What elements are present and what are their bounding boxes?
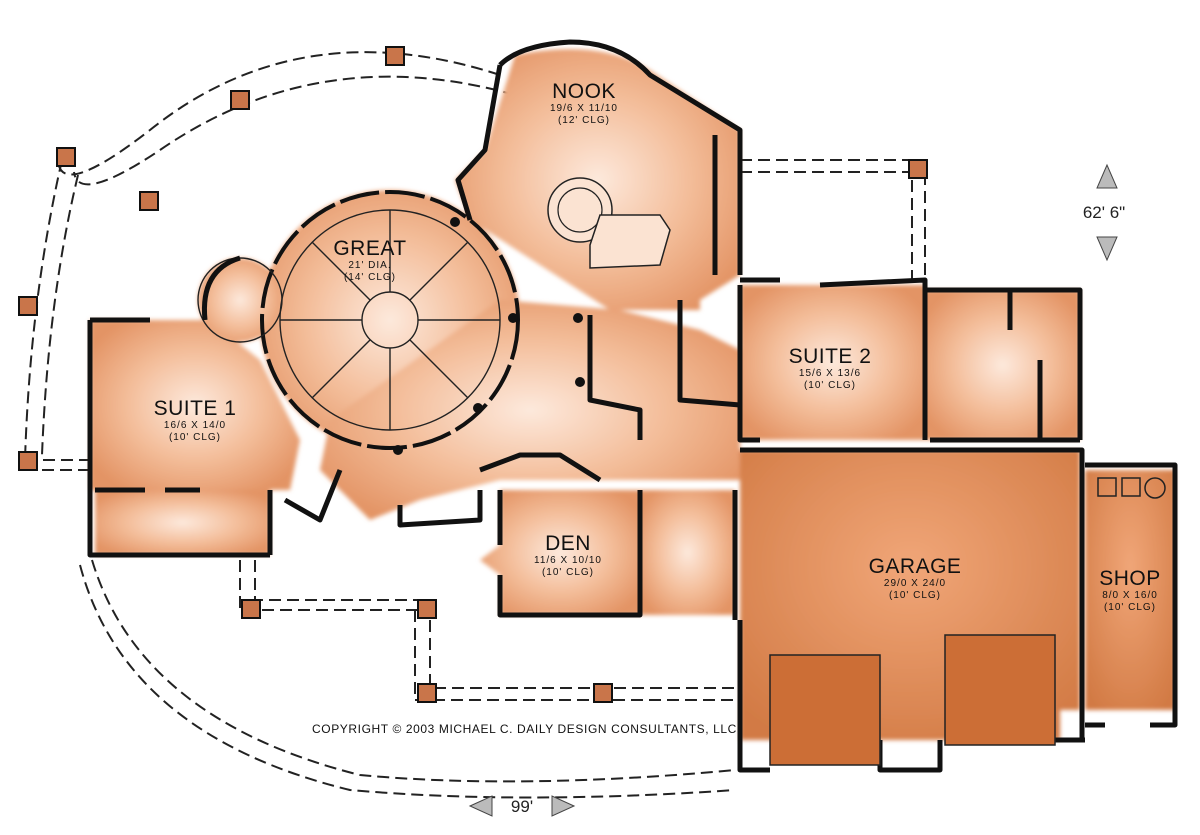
den-name: DEN bbox=[545, 532, 591, 555]
garage-doors bbox=[769, 634, 1056, 766]
suite2-dims: 15/6 X 13/6 bbox=[799, 368, 861, 379]
copyright-notice: COPYRIGHT © 2003 MICHAEL C. DAILY DESIGN… bbox=[312, 722, 737, 736]
garage-dims: 29/0 X 24/0 bbox=[884, 578, 946, 589]
width-label: 99' bbox=[511, 797, 533, 816]
arrow-up-icon bbox=[1096, 163, 1118, 189]
arrow-left-icon bbox=[468, 795, 493, 817]
den-ceiling: (10' CLG) bbox=[542, 567, 594, 578]
nook-ceiling: (12' CLG) bbox=[558, 115, 610, 126]
suite2-name: SUITE 2 bbox=[789, 345, 872, 368]
suite1-ceiling: (10' CLG) bbox=[169, 432, 221, 443]
walls bbox=[87, 39, 1178, 773]
room-label-nook: NOOK 19/6 X 11/10 (12' CLG) bbox=[550, 80, 618, 126]
shop-name: SHOP bbox=[1099, 567, 1161, 590]
room-label-shop: SHOP 8/0 X 16/0 (10' CLG) bbox=[1099, 567, 1161, 613]
columns bbox=[393, 217, 585, 455]
porch-posts bbox=[18, 46, 928, 703]
suite1-dims: 16/6 X 14/0 bbox=[164, 420, 226, 431]
great-ceiling-beams bbox=[280, 210, 500, 430]
room-label-garage: GARAGE 29/0 X 24/0 (10' CLG) bbox=[869, 555, 962, 601]
garage-ceiling: (10' CLG) bbox=[889, 590, 941, 601]
shop-ceiling: (10' CLG) bbox=[1104, 602, 1156, 613]
arrow-down-icon bbox=[1096, 236, 1118, 262]
nook-name: NOOK bbox=[552, 80, 616, 103]
porch-suite2 bbox=[740, 159, 926, 280]
shop-fixtures bbox=[1097, 477, 1166, 499]
great-dims: 21' DIA. bbox=[348, 260, 391, 271]
room-label-suite2: SUITE 2 15/6 X 13/6 (10' CLG) bbox=[789, 345, 872, 391]
depth-dimension: 62' 6" bbox=[1083, 163, 1125, 262]
suite1-name: SUITE 1 bbox=[154, 397, 237, 420]
width-dimension: 99' bbox=[468, 795, 576, 817]
nook-dining-table bbox=[547, 177, 671, 269]
nook-dims: 19/6 X 11/10 bbox=[550, 103, 618, 114]
room-label-great: GREAT 21' DIA. (14' CLG) bbox=[333, 237, 406, 283]
room-label-suite1: SUITE 1 16/6 X 14/0 (10' CLG) bbox=[154, 397, 237, 443]
arrow-right-icon bbox=[551, 795, 576, 817]
shop-dims: 8/0 X 16/0 bbox=[1102, 590, 1158, 601]
room-label-den: DEN 11/6 X 10/10 (10' CLG) bbox=[534, 532, 602, 578]
depth-label: 62' 6" bbox=[1083, 203, 1125, 222]
suite2-ceiling: (10' CLG) bbox=[804, 380, 856, 391]
garage-name: GARAGE bbox=[869, 555, 962, 578]
great-ceiling: (14' CLG) bbox=[344, 272, 396, 283]
den-dims: 11/6 X 10/10 bbox=[534, 555, 602, 566]
great-name: GREAT bbox=[333, 237, 406, 260]
